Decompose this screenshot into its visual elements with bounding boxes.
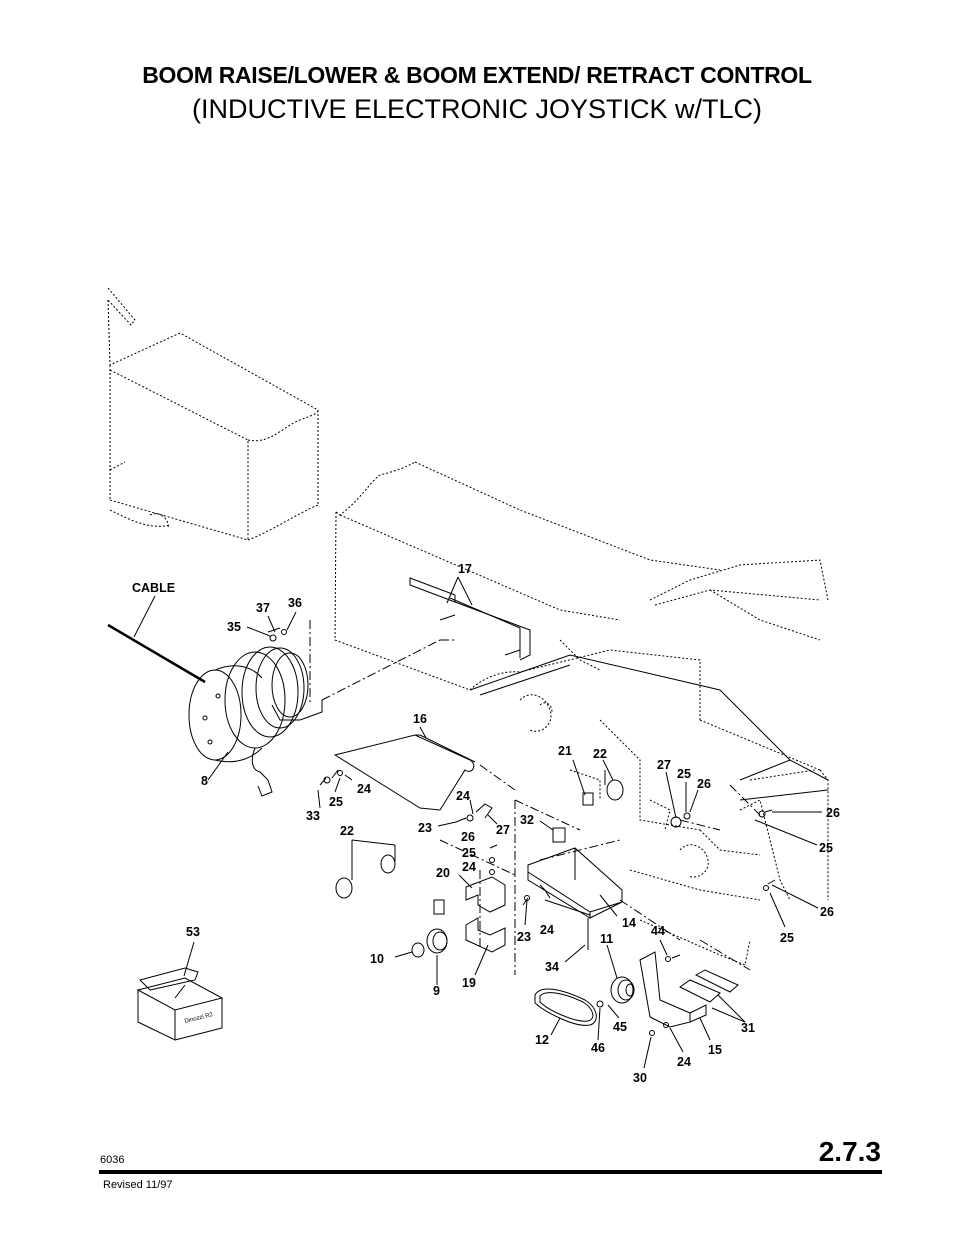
knob-part-9-10 [394,928,448,985]
page-number: 2.7.3 [818,1136,881,1167]
callout-24-b: 24 [456,789,470,803]
mount-blocks-part-19-20 [433,874,506,976]
pulley-part-11 [596,944,635,1041]
callout-16: 16 [413,712,427,726]
footer-rule [99,1170,882,1174]
box-text: Dinozzi R2 [184,1012,214,1025]
shipping-box-part-53 [136,941,224,1041]
belt-part-12 [534,988,597,1036]
cable-line [107,595,206,684]
callout-25-e: 25 [780,931,794,945]
revision-date: Revised 11/97 [103,1179,173,1191]
cable-label: CABLE [132,581,175,595]
callout-36: 36 [288,596,302,610]
callout-30: 30 [633,1071,647,1085]
callout-26-a: 26 [461,830,475,844]
callout-27-b: 27 [657,758,671,772]
callout-23-left: 23 [418,821,432,835]
main-boom-outline [334,461,829,966]
callout-8: 8 [201,774,208,788]
callout-31: 31 [741,1021,755,1035]
callout-17: 17 [458,562,472,576]
document-number: 6036 [100,1154,125,1166]
callout-24-a: 24 [357,782,371,796]
callout-35: 35 [227,620,241,634]
callout-26-b: 26 [697,777,711,791]
callout-15: 15 [708,1043,722,1057]
callout-34: 34 [545,960,559,974]
page-subtitle: (INDUCTIVE ELECTRONIC JOYSTICK w/TLC) [191,94,763,124]
callout-25-c: 25 [677,767,691,781]
boom-side-plate [469,654,829,801]
callout-37: 37 [256,601,270,615]
callout-45: 45 [613,1020,627,1034]
alignment-lines [309,620,761,975]
callout-24-c: 24 [462,860,476,874]
callout-27-a: 27 [496,823,510,837]
callout-25-b: 25 [462,846,476,860]
callout-labels: CABLE Dinozzi R2 8 9 10 11 12 14 15 16 1… [132,562,840,1085]
callout-9: 9 [433,984,440,998]
callout-33: 33 [306,809,320,823]
callout-25-d: 25 [819,841,833,855]
callout-12: 12 [535,1033,549,1047]
fasteners-group-b [572,759,822,928]
callout-11: 11 [600,932,613,946]
callout-24-e: 24 [677,1055,691,1069]
callout-14: 14 [622,916,636,930]
callout-19: 19 [462,976,476,990]
page-title: BOOM RAISE/LOWER & BOOM EXTEND/ RETRACT … [142,62,812,88]
fasteners-group-c [437,799,498,875]
callout-46: 46 [591,1041,605,1055]
bracket-part-15 [639,939,746,1069]
callout-21: 21 [558,744,572,758]
callout-44: 44 [651,924,665,938]
lock-pins-part-22 [335,759,624,899]
callout-22-upper: 22 [593,747,607,761]
callout-10: 10 [370,952,384,966]
channel-bracket-part-14 [522,820,623,963]
callout-26-c: 26 [826,806,840,820]
joystick-reel-assembly [188,646,323,797]
rail-part-17 [409,576,531,661]
callout-32: 32 [520,813,534,827]
callout-25-a: 25 [329,795,343,809]
callout-24-d: 24 [540,923,554,937]
plate-part-16 [333,726,476,811]
callout-22-lower: 22 [340,824,354,838]
callout-20: 20 [436,866,450,880]
callout-23-right: 23 [517,930,531,944]
upper-boom-outline [107,287,319,541]
callout-53: 53 [186,925,200,939]
fasteners-group-a [246,611,353,809]
callout-26-d: 26 [820,905,834,919]
